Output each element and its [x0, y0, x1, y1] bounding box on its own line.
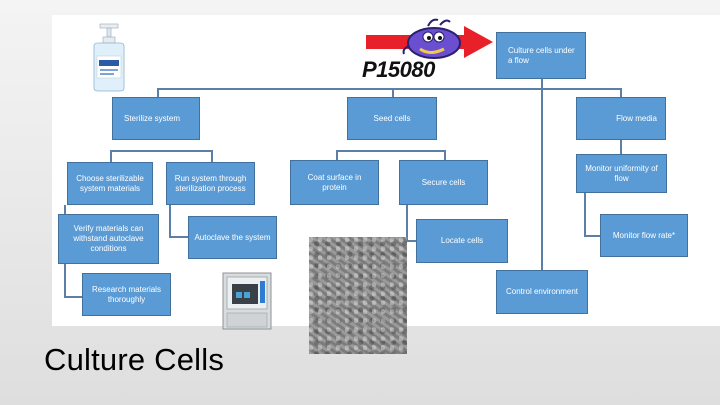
- connector: [406, 240, 416, 242]
- slide-title: Culture Cells: [44, 342, 225, 377]
- node-flow-media: Flow media: [576, 97, 666, 140]
- connector: [444, 150, 446, 160]
- node-verify-materials: Verify materials can withstand autoclave…: [58, 214, 159, 264]
- connector: [336, 150, 445, 152]
- node-sterilize-system: Sterilize system: [112, 97, 200, 140]
- connector: [169, 236, 188, 238]
- connector: [64, 296, 82, 298]
- node-control-environment: Control environment: [496, 270, 588, 314]
- connector: [336, 150, 338, 160]
- connector: [110, 150, 112, 162]
- node-research-materials: Research materials thoroughly: [82, 273, 171, 316]
- connector: [157, 88, 621, 90]
- connector: [584, 235, 600, 237]
- connector: [620, 88, 622, 97]
- autoclave-icon: [222, 272, 272, 330]
- connector: [157, 88, 159, 97]
- connector: [392, 88, 394, 97]
- node-choose-materials: Choose sterilizable system materials: [67, 162, 153, 205]
- connector: [620, 140, 622, 154]
- cell-micrograph-icon: [309, 237, 407, 354]
- node-autoclave: Autoclave the system: [188, 216, 277, 259]
- root-node: Culture cells under a flow: [496, 32, 586, 79]
- node-locate-cells: Locate cells: [416, 219, 508, 263]
- bacteria-mascot-icon: [398, 16, 468, 68]
- node-run-sterilization: Run system through sterilization process: [166, 162, 255, 205]
- connector: [406, 205, 408, 241]
- logo-text: P15080: [362, 57, 435, 82]
- node-secure-cells: Secure cells: [399, 160, 488, 205]
- hand-sanitizer-icon: [78, 22, 138, 92]
- connector: [584, 192, 586, 236]
- node-monitor-flow-rate: Monitor flow rate*: [600, 214, 688, 257]
- node-seed-cells: Seed cells: [347, 97, 437, 140]
- connector: [110, 150, 212, 152]
- connector: [541, 79, 543, 285]
- connector: [211, 150, 213, 162]
- node-coat-surface: Coat surface in protein: [290, 160, 379, 205]
- connector: [169, 205, 171, 237]
- node-monitor-uniformity: Monitor uniformity of flow: [576, 154, 667, 193]
